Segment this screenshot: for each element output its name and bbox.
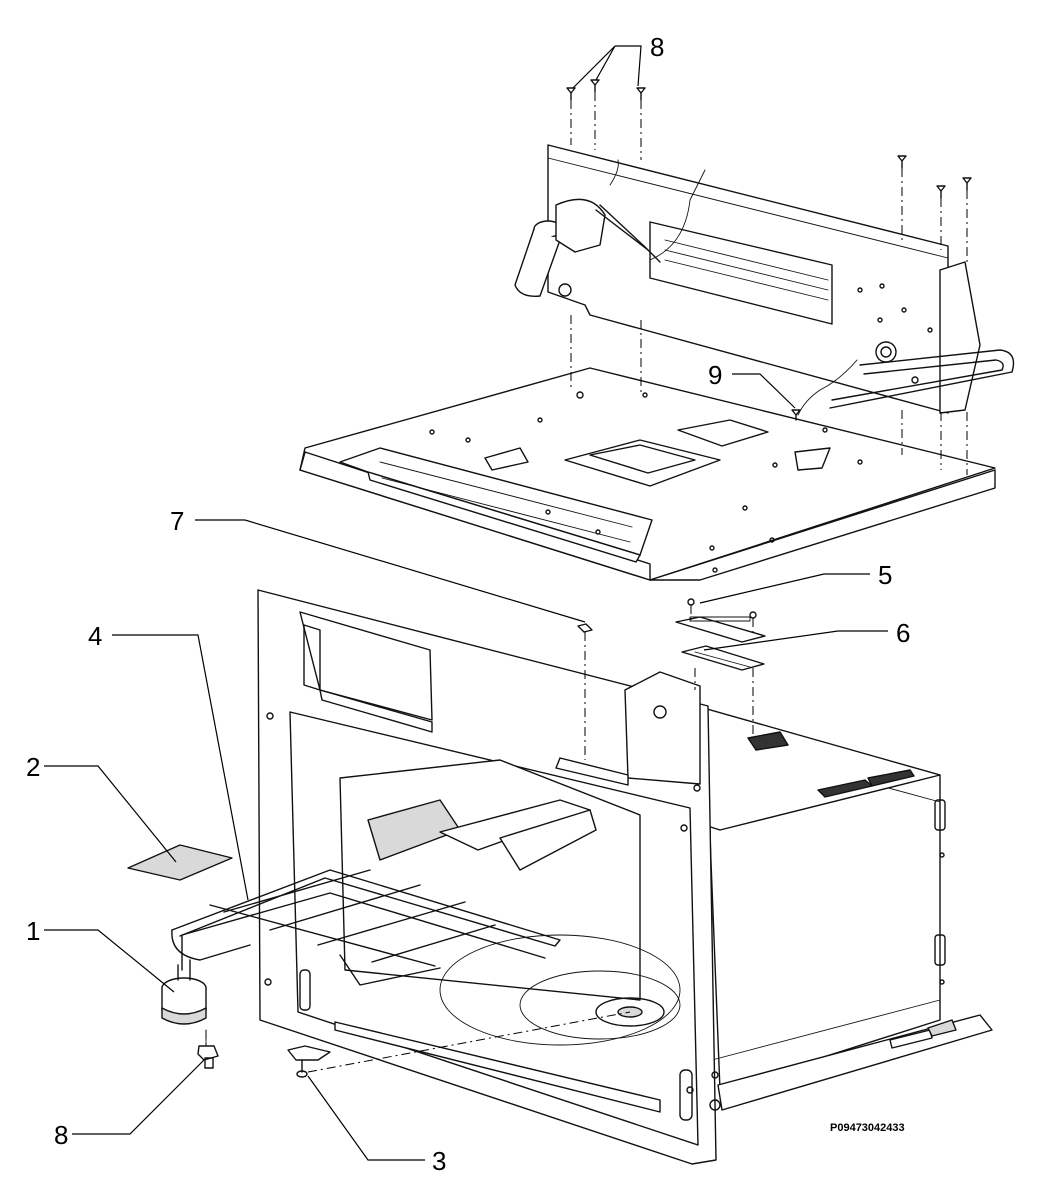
clip-3 <box>287 1045 331 1078</box>
top-assembly <box>299 144 1015 581</box>
heating-element <box>171 869 561 986</box>
callout-3: 3 <box>432 1146 446 1176</box>
callout-6: 6 <box>896 618 910 648</box>
callout-4: 4 <box>88 621 102 651</box>
oven-cavity <box>257 589 993 1165</box>
callout-leaders <box>44 45 888 1161</box>
small-plate <box>127 844 233 881</box>
callout-5: 5 <box>878 560 892 590</box>
callout-9: 8 <box>54 1120 68 1150</box>
callout-1: 1 <box>26 916 40 946</box>
callout-8-mid: 9 <box>708 360 722 390</box>
callout-7: 7 <box>170 506 184 536</box>
callout-8-top: 8 <box>650 32 664 62</box>
assembly-lines <box>205 92 968 1073</box>
clip-7 <box>577 623 593 633</box>
screws-8-top <box>566 79 972 421</box>
drawing-code: P09473042433 <box>830 1122 905 1134</box>
callout-2: 2 <box>26 752 40 782</box>
brackets-5-6 <box>675 598 766 671</box>
callout-labels: 8 9 7 5 6 4 2 1 8 3 <box>26 32 910 1176</box>
motor <box>161 959 207 1025</box>
